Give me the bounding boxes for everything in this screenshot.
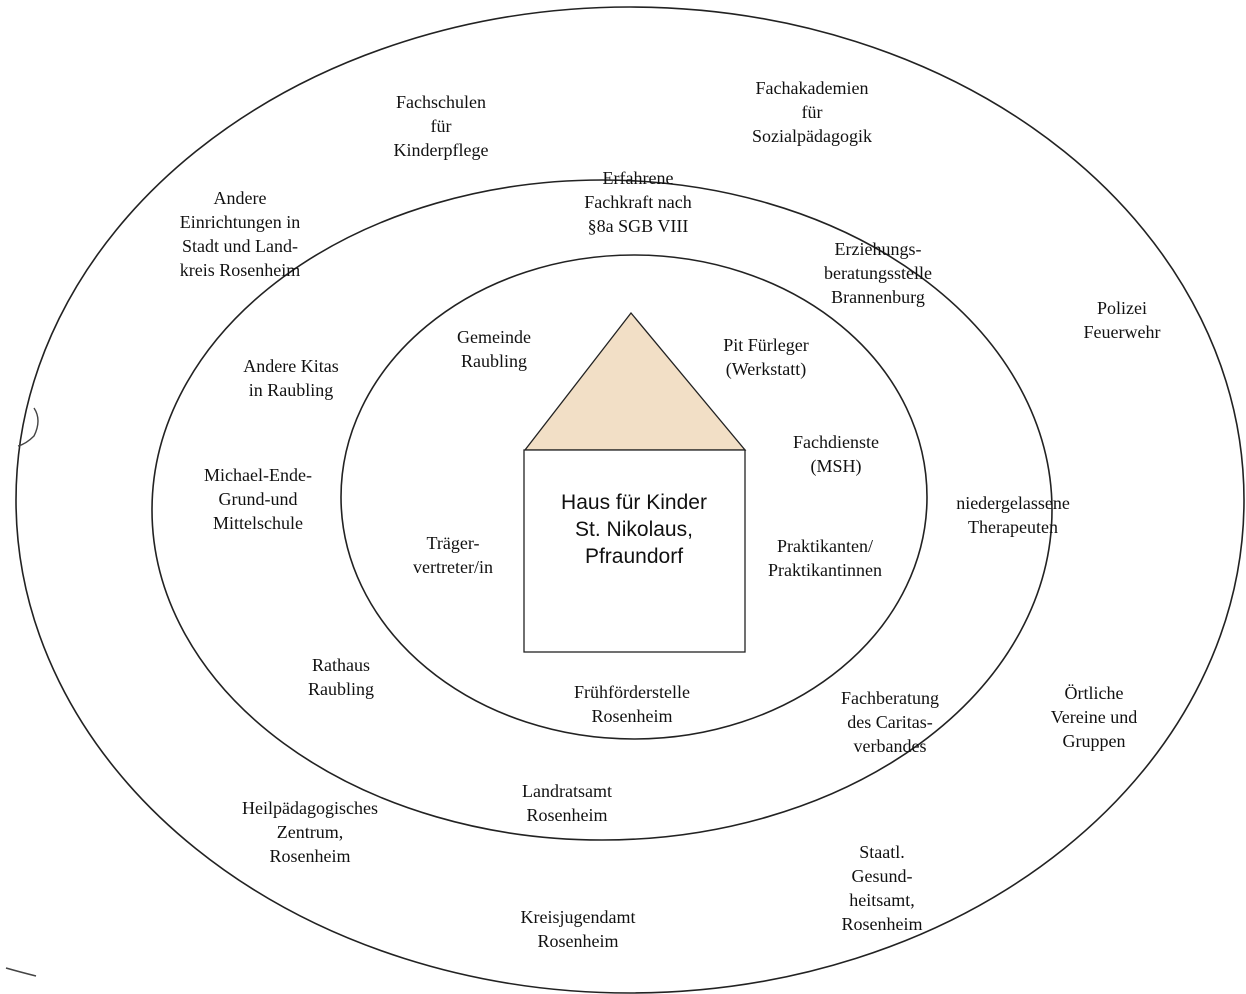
node-label-line: Rosenheim xyxy=(841,914,923,934)
node-polizei-feuerwehr: Polizei Feuerwehr xyxy=(1084,296,1161,344)
node-traegervertreter: Träger- vertreter/in xyxy=(413,531,493,579)
node-fachschulen: Fachschulen für Kinderpflege xyxy=(394,90,489,162)
node-label-line: Rathaus xyxy=(312,655,370,675)
node-fachdienste: Fachdienste (MSH) xyxy=(793,430,879,478)
node-erziehungsberatung: Erziehungs- beratungsstelle Brannenburg xyxy=(824,237,932,309)
node-label-line: Gemeinde xyxy=(457,327,531,347)
node-label-line: niedergelassene xyxy=(956,493,1070,513)
node-label-line: Raubling xyxy=(308,679,374,699)
scan-mark-left-bottom xyxy=(5,967,37,977)
node-fruehfoerderstelle: Frühförderstelle Rosenheim xyxy=(574,680,690,728)
node-fachakademien: Fachakademien für Sozialpädagogik xyxy=(752,76,872,148)
node-label-line: Heilpädagogisches xyxy=(242,798,378,818)
node-label-line: Örtliche xyxy=(1064,683,1124,703)
node-label-line: §8a SGB VIII xyxy=(587,216,689,236)
node-label-line: Staatl. xyxy=(859,842,905,862)
outer-ring xyxy=(15,6,1245,994)
node-label-line: Fachkraft nach xyxy=(584,192,692,212)
center-label-line: Haus für Kinder xyxy=(561,491,707,514)
center-label: Haus für Kinder St. Nikolaus, Pfraundorf xyxy=(561,489,707,570)
node-label-line: Polizei xyxy=(1097,298,1147,318)
node-therapeuten: niedergelassene Therapeuten xyxy=(956,491,1070,539)
node-label-line: Rosenheim xyxy=(591,706,673,726)
node-label-line: Kreisjugendamt xyxy=(520,907,636,927)
node-label-line: Erziehungs- xyxy=(834,239,922,259)
node-label-line: Fachakademien xyxy=(755,78,869,98)
node-erfahrene-fachkraft: Erfahrene Fachkraft nach §8a SGB VIII xyxy=(584,166,691,238)
node-heilpaedagogisches-zentrum: Heilpädagogisches Zentrum, Rosenheim xyxy=(242,796,378,868)
node-praktikanten: Praktikanten/ Praktikantinnen xyxy=(768,534,882,582)
node-label-line: (Werkstatt) xyxy=(725,359,807,379)
node-michael-ende-schule: Michael-Ende- Grund-und Mittelschule xyxy=(204,463,312,535)
node-label-line: Landratsamt xyxy=(522,781,612,801)
center-label-line: St. Nikolaus, xyxy=(575,518,693,541)
node-label-line: Einrichtungen in xyxy=(179,212,301,232)
node-andere-kitas: Andere Kitas in Raubling xyxy=(243,354,338,402)
node-label-line: in Raubling xyxy=(248,380,334,400)
node-label-line: für xyxy=(801,102,823,122)
node-label-line: heitsamt, xyxy=(849,890,915,910)
node-label-line: Zentrum, xyxy=(276,822,344,842)
node-kreisjugendamt: Kreisjugendamt Rosenheim xyxy=(521,905,636,953)
node-label-line: Feuerwehr xyxy=(1083,322,1161,342)
scan-mark-left-top xyxy=(17,407,39,447)
node-landratsamt: Landratsamt Rosenheim xyxy=(522,779,612,827)
node-label-line: Rosenheim xyxy=(269,846,351,866)
node-label-line: Träger- xyxy=(426,533,480,553)
node-label-line: Andere Kitas xyxy=(243,356,339,376)
node-label-line: Grund-und xyxy=(218,489,298,509)
inner-ring xyxy=(340,254,928,740)
node-label-line: verbandes xyxy=(853,736,927,756)
node-gesundheitsamt: Staatl. Gesund- heitsamt, Rosenheim xyxy=(842,840,923,936)
node-label-line: Praktikanten/ xyxy=(777,536,873,556)
node-andere-einrichtungen: Andere Einrichtungen in Stadt und Land- … xyxy=(180,186,300,282)
node-fachberatung-caritas: Fachberatung des Caritas- verbandes xyxy=(841,686,939,758)
node-rathaus: Rathaus Raubling xyxy=(308,653,374,701)
node-label-line: Fachberatung xyxy=(841,688,939,708)
node-label-line: Vereine und xyxy=(1050,707,1138,727)
node-label-line: (MSH) xyxy=(810,456,862,476)
node-label-line: kreis Rosenheim xyxy=(179,260,301,280)
node-label-line: Brannenburg xyxy=(831,287,925,307)
node-label-line: Pit Fürleger xyxy=(723,335,809,355)
node-oertliche-vereine: Örtliche Vereine und Gruppen xyxy=(1051,681,1137,753)
node-label-line: Rosenheim xyxy=(537,931,619,951)
node-label-line: Fachdienste xyxy=(793,432,879,452)
house-body xyxy=(523,449,746,653)
node-label-line: Mittelschule xyxy=(213,513,303,533)
node-label-line: Andere xyxy=(213,188,267,208)
node-label-line: Therapeuten xyxy=(968,517,1058,537)
node-label-line: Praktikantinnen xyxy=(768,560,882,580)
house-roof xyxy=(523,311,747,451)
node-label-line: Rosenheim xyxy=(526,805,608,825)
node-label-line: Fachschulen xyxy=(396,92,486,112)
node-label-line: Kinderpflege xyxy=(393,140,489,160)
node-label-line: für xyxy=(430,116,452,136)
node-label-line: Stadt und Land- xyxy=(182,236,298,256)
node-label-line: Frühförderstelle xyxy=(574,682,690,702)
node-label-line: Erfahrene xyxy=(602,168,674,188)
node-label-line: des Caritas- xyxy=(847,712,933,732)
node-label-line: vertreter/in xyxy=(413,557,493,577)
middle-ring xyxy=(151,179,1053,841)
node-pit-fuerleger: Pit Fürleger (Werkstatt) xyxy=(723,333,809,381)
node-label-line: Raubling xyxy=(461,351,527,371)
node-label-line: Michael-Ende- xyxy=(204,465,312,485)
node-label-line: Sozialpädagogik xyxy=(752,126,872,146)
node-gemeinde: Gemeinde Raubling xyxy=(457,325,531,373)
node-label-line: beratungsstelle xyxy=(824,263,932,283)
node-label-line: Gesund- xyxy=(851,866,913,886)
node-label-line: Gruppen xyxy=(1062,731,1126,751)
center-label-line: Pfraundorf xyxy=(584,545,684,568)
